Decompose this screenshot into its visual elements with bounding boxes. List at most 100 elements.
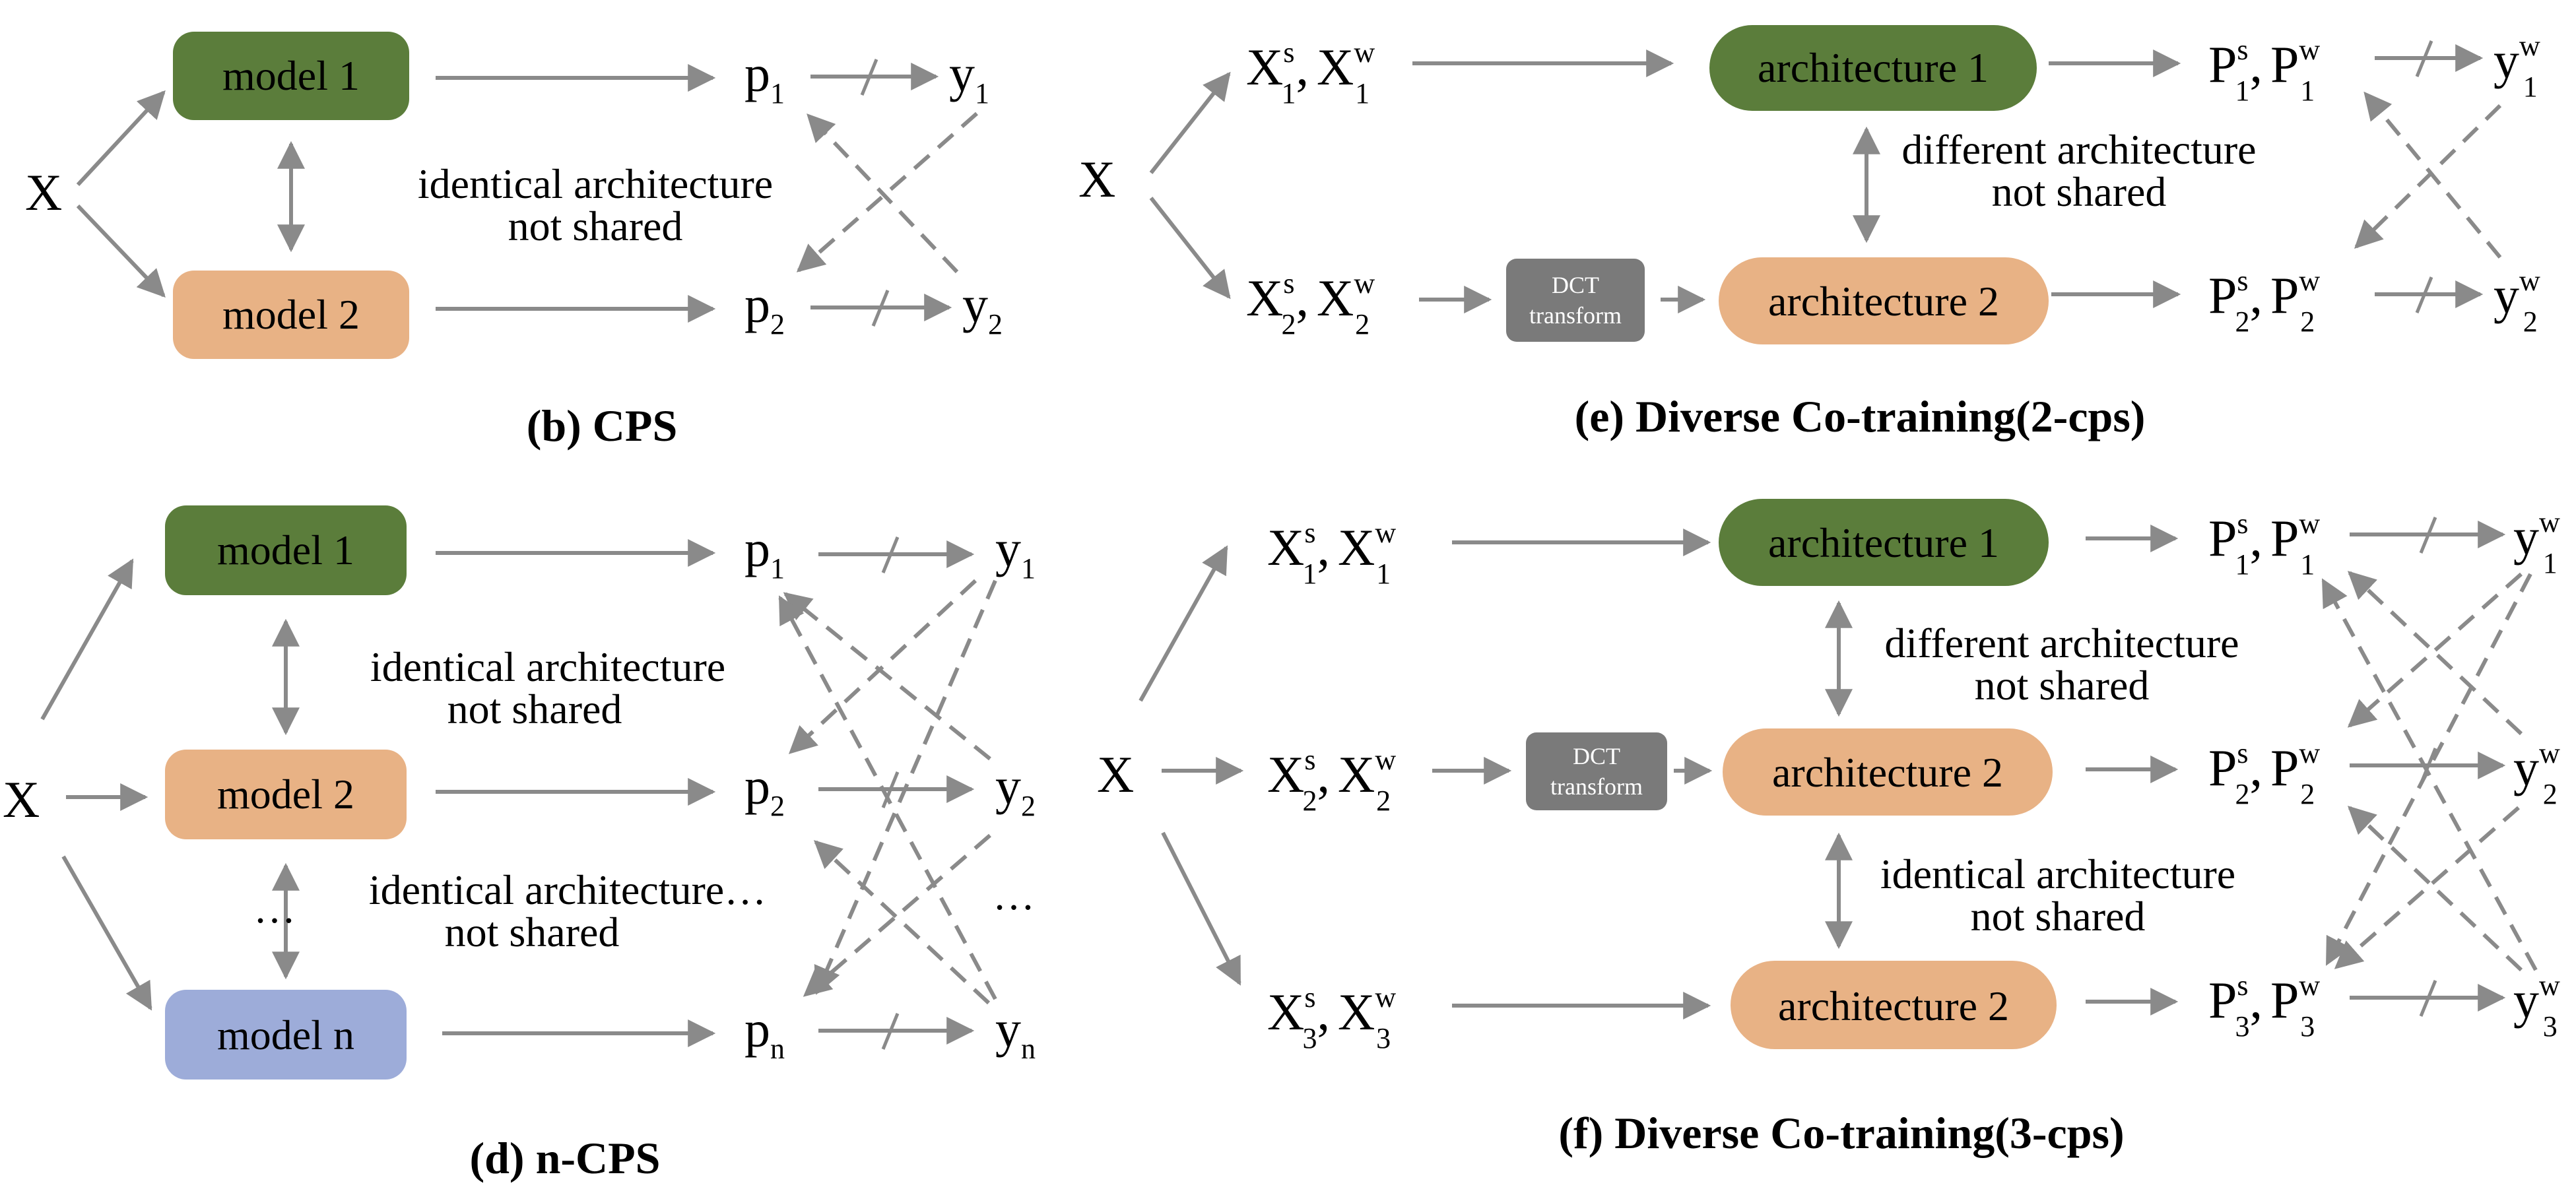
note1-line2: not shared <box>447 686 622 732</box>
arch3-box: architecture 2 <box>1731 961 2057 1049</box>
stopgrad-p1 <box>881 536 900 573</box>
arch1-box: architecture 1 <box>1719 499 2049 586</box>
panel-cps: X model 1 model 2 identical architecture… <box>25 32 1003 451</box>
arrow-x-to-view2 <box>1149 197 1231 300</box>
dash-y2-to-p1 <box>783 592 991 761</box>
dash-y3-to-out1 <box>2321 578 2538 971</box>
note1-line1: different architecture <box>1884 620 2239 666</box>
model2-label: model 2 <box>222 291 360 338</box>
y1-label: y1 <box>995 520 1036 585</box>
stopgrad-out1 <box>2419 517 2437 554</box>
dash-y3-to-out2 <box>2347 806 2523 972</box>
model1-label: model 1 <box>222 52 360 99</box>
arch1-label: architecture 1 <box>1758 44 1989 91</box>
arrow-x-to-model1 <box>76 90 166 187</box>
dct-transform-box: DCT transform <box>1526 732 1667 810</box>
model1-box: model 1 <box>173 32 409 120</box>
dash-y1-to-p2 <box>788 579 977 754</box>
dash-y2-to-out3 <box>2334 806 2520 969</box>
yn-label: yn <box>995 1000 1036 1065</box>
dash-y1-to-out2 <box>2347 572 2523 728</box>
p1-label: p1 <box>744 520 785 585</box>
dct-line1: DCT <box>1552 272 1599 298</box>
modeln-box: model n <box>165 990 407 1080</box>
panel-ncps: X model 1 model 2 model n … identical ar… <box>3 505 1036 1183</box>
dash-y1-to-out3 <box>2325 573 2532 966</box>
stopgrad-p1 <box>860 59 878 96</box>
arch2-label: architecture 2 <box>1768 278 1999 325</box>
dash-yn-to-p1 <box>778 595 997 1000</box>
input-x: X <box>1097 746 1134 803</box>
stopgrad-p2 <box>871 290 890 327</box>
vertical-dots: … <box>253 885 296 932</box>
arrow-x-to-model2 <box>76 204 166 298</box>
stopgrad-out2 <box>2415 276 2433 313</box>
modeln-label: model n <box>217 1012 354 1058</box>
note2-line2: not shared <box>445 909 620 955</box>
arch1-label: architecture 1 <box>1768 519 1999 566</box>
stopgrad-p2 <box>881 771 900 808</box>
arrow-x-to-modeln <box>61 855 152 1011</box>
dash-y2-to-out1 <box>2363 91 2502 259</box>
pn-label: pn <box>744 1000 785 1065</box>
input-x: X <box>25 164 62 221</box>
y1-label: y1 <box>949 45 989 110</box>
arrow-x-to-view1 <box>1149 71 1231 174</box>
model2-box: model 2 <box>173 271 409 359</box>
model2-label: model 2 <box>217 771 354 818</box>
note-line1: identical architecture <box>418 160 773 207</box>
caption-f: (f) Diverse Co-training(3-cps) <box>1558 1108 2124 1158</box>
arrow-x-to-view3 <box>1161 831 1241 986</box>
y2-label: y2 <box>995 758 1036 822</box>
note-line2: not shared <box>1992 168 2167 215</box>
caption-e: (e) Diverse Co-training(2-cps) <box>1575 391 2146 441</box>
dash-y2-to-pn <box>803 833 991 997</box>
note2-line1: identical architecture <box>1880 851 2235 897</box>
arch2-label: architecture 2 <box>1772 749 2003 796</box>
model1-label: model 1 <box>217 527 354 573</box>
note-line2: not shared <box>508 203 683 249</box>
note1-line1: identical architecture <box>370 643 725 690</box>
arch3-label: architecture 2 <box>1778 983 2009 1029</box>
caption-b: (b) CPS <box>527 401 678 451</box>
model2-box: model 2 <box>165 750 407 839</box>
arrow-x-to-view1 <box>1139 545 1228 702</box>
p1-label: p1 <box>744 45 785 110</box>
note1-line2: not shared <box>1975 662 2150 709</box>
dct-line2: transform <box>1529 302 1622 329</box>
dash-yn-to-p2 <box>813 840 991 1005</box>
p2-label: p2 <box>744 758 785 822</box>
input-x: X <box>1078 150 1115 208</box>
arch1-box: architecture 1 <box>1709 25 2037 111</box>
dash-y1-to-out2 <box>2354 104 2502 249</box>
arrow-x-to-model1 <box>40 558 134 721</box>
dct-transform-box: DCT transform <box>1506 259 1645 342</box>
model1-box: model 1 <box>165 505 407 595</box>
caption-d: (d) n-CPS <box>469 1133 660 1183</box>
dash-y1-to-pn <box>814 579 997 995</box>
y2-label: y2 <box>962 276 1003 340</box>
stopgrad-out1 <box>2415 40 2433 77</box>
y-dots: … <box>993 872 1035 919</box>
dct-line2: transform <box>1550 773 1643 800</box>
input-x: X <box>3 771 40 828</box>
dct-line1: DCT <box>1573 743 1620 769</box>
p2-label: p2 <box>744 276 785 340</box>
